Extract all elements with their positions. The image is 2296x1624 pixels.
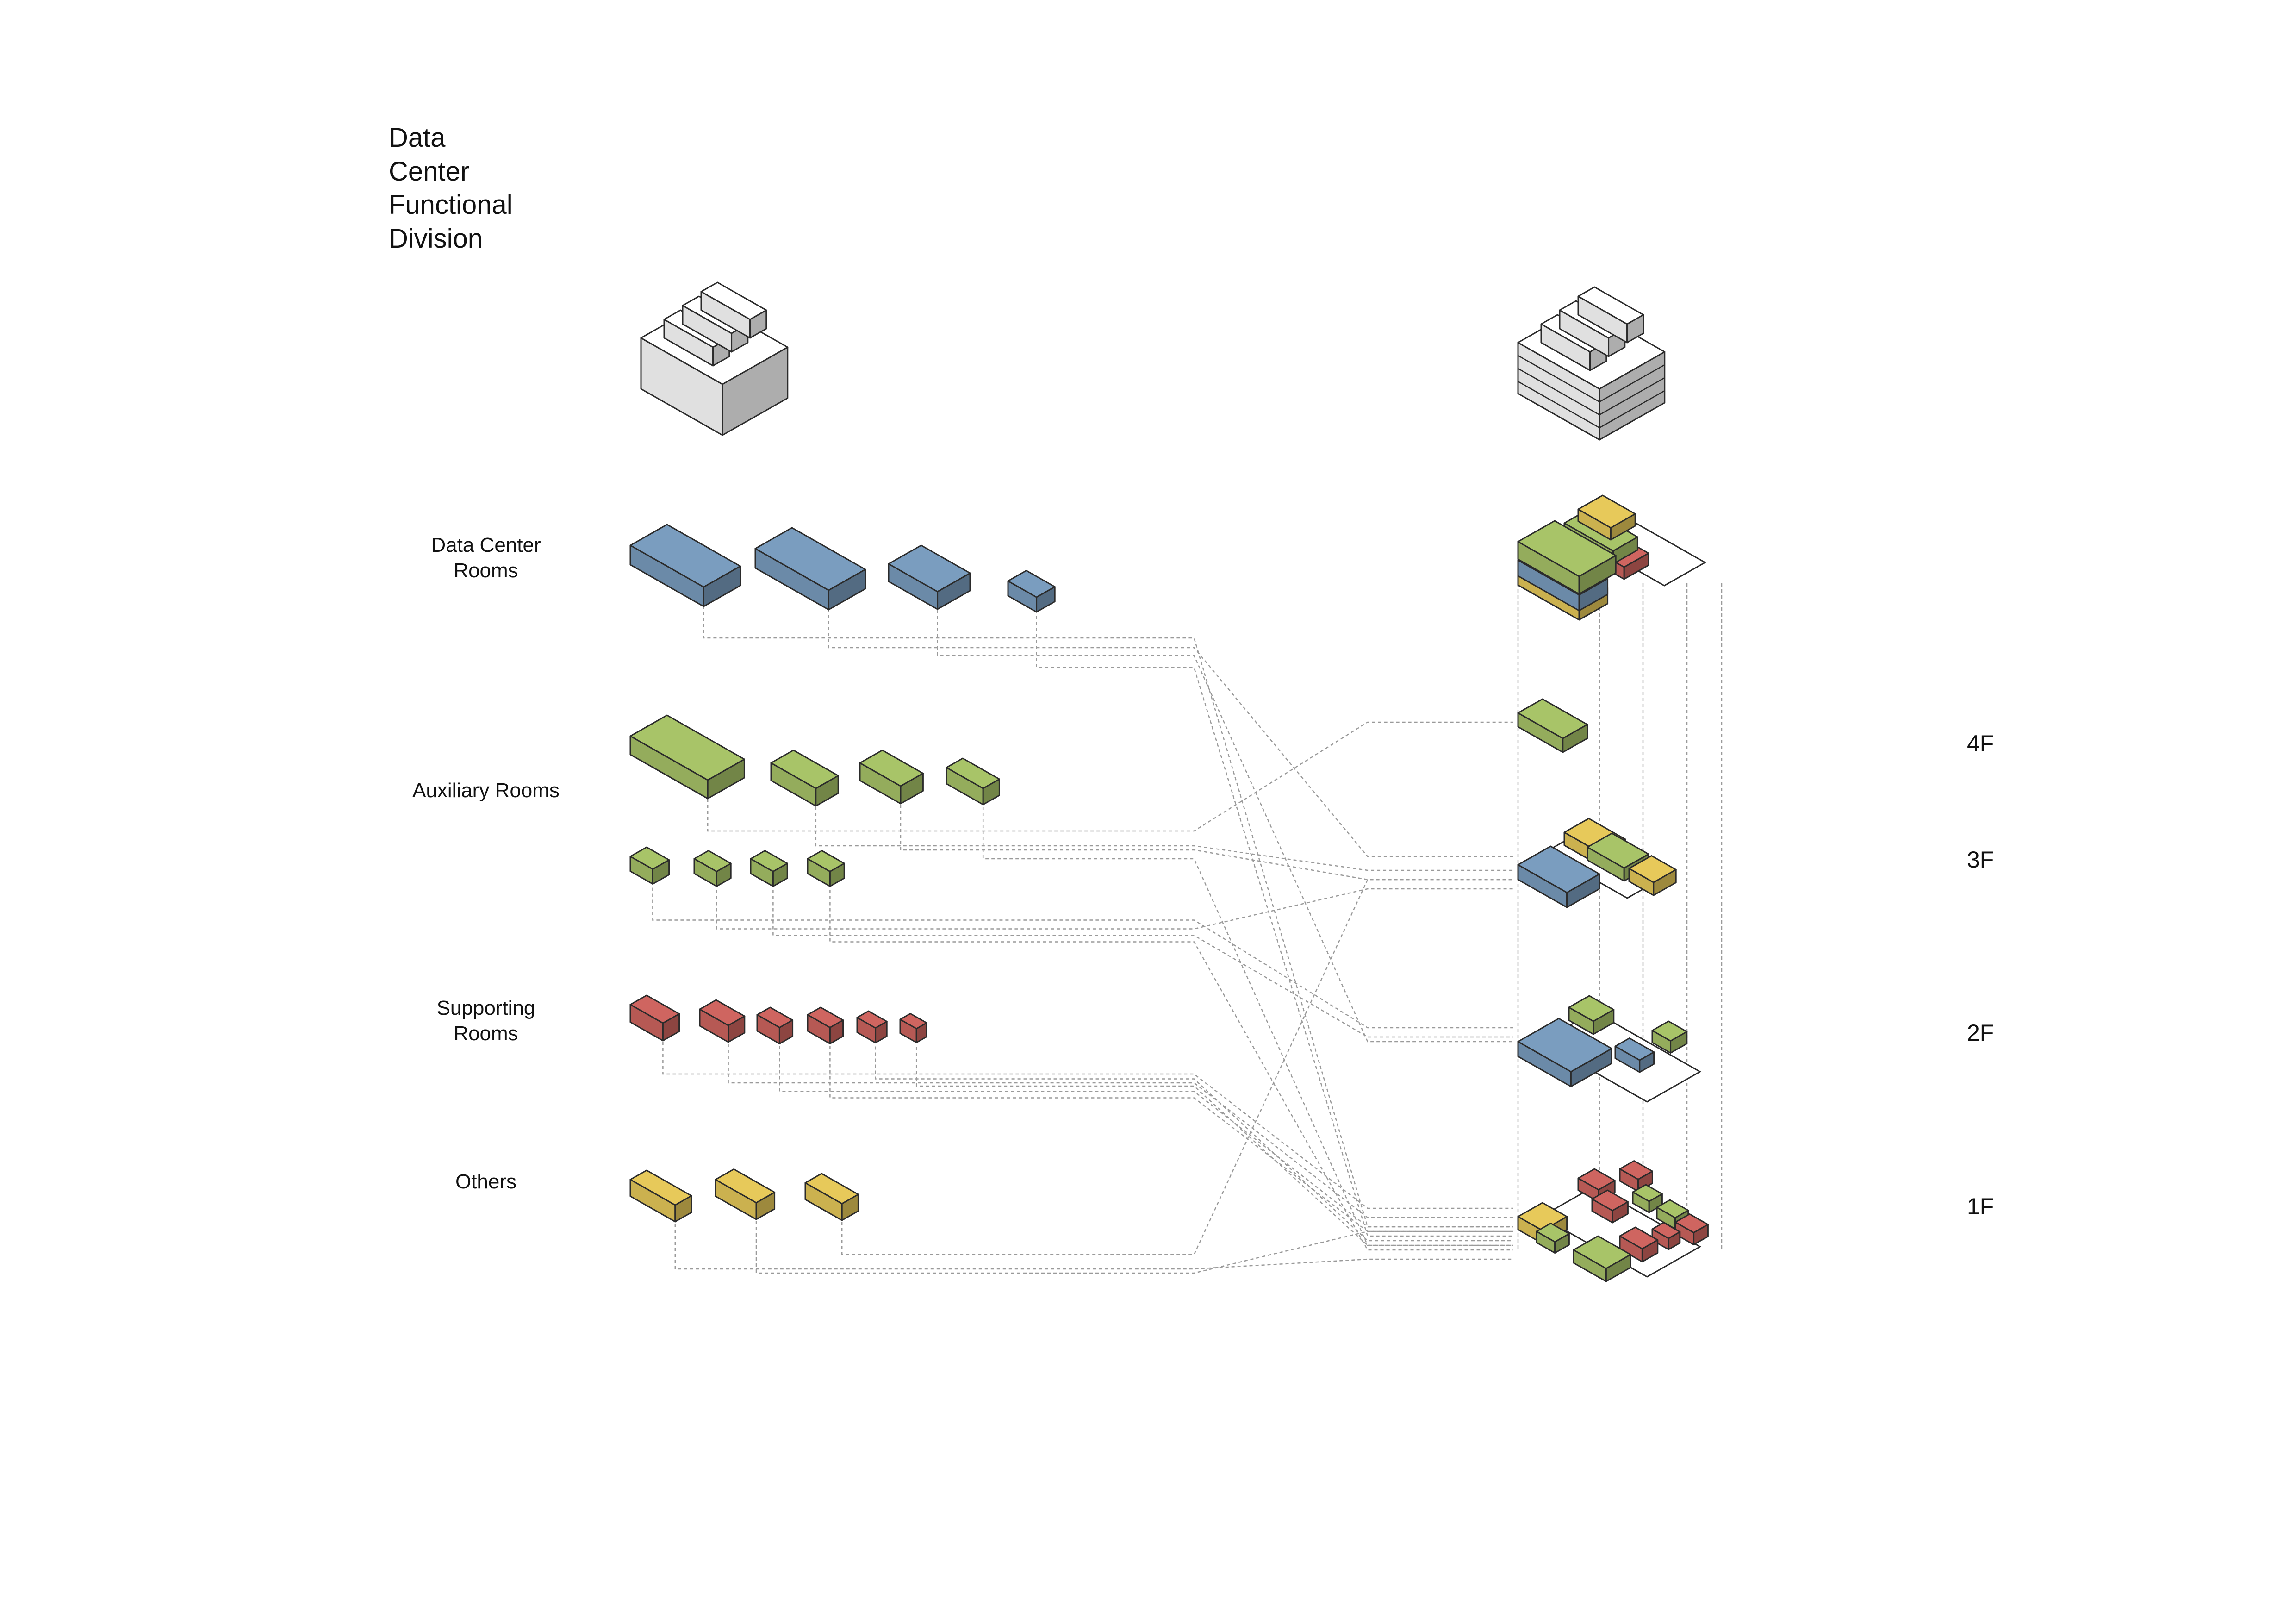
auxiliary-room-5	[629, 846, 670, 885]
connector-line-13	[662, 1042, 1513, 1209]
auxiliary-room-8	[807, 850, 845, 887]
floor-label-2f: 2F	[1967, 1020, 1994, 1046]
floor-2f-data-center-2	[1614, 1037, 1655, 1073]
massing-original-tier-3	[700, 281, 767, 339]
category-label-supporting: Supporting Rooms	[436, 997, 535, 1045]
others-room-3	[804, 1173, 859, 1221]
connector-line-20	[755, 1221, 1513, 1274]
category-label-others: Others	[455, 1170, 517, 1193]
floor-label-3f: 3F	[1967, 847, 1994, 873]
floor-2f-auxiliary-1	[1568, 995, 1615, 1035]
floor-2f-auxiliary-2	[1651, 1020, 1688, 1054]
connector-line-4	[1036, 616, 1513, 1237]
floor-label-4f: 4F	[1967, 731, 1994, 756]
data-center-room-2	[754, 527, 866, 611]
supporting-room-5	[856, 1010, 888, 1043]
auxiliary-room-4	[946, 757, 1000, 806]
data-center-room-3	[888, 544, 971, 610]
floor-1f-room-6	[1674, 1213, 1709, 1245]
connector-line-18	[915, 1047, 1513, 1246]
assembled-others-2	[1577, 494, 1636, 541]
floor-1f-room-11	[1573, 1235, 1631, 1282]
floor-2f-data-center-1	[1517, 1018, 1612, 1087]
connector-line-17	[875, 1046, 1513, 1242]
auxiliary-room-6	[693, 850, 732, 887]
massing-stacked-floor-line	[1518, 355, 1665, 403]
connector-line-3	[937, 610, 1513, 1043]
others-room-2	[715, 1168, 776, 1220]
category-label-auxiliary: Auxiliary Rooms	[412, 779, 560, 802]
data-center-room-4	[1007, 570, 1056, 613]
floor-1f-room-4	[1591, 1189, 1629, 1224]
assembled-stack	[1517, 494, 1707, 621]
connector-lines	[652, 583, 1723, 1274]
page-title: Data Center Functional Division	[389, 123, 513, 254]
room-blocks	[629, 494, 1709, 1282]
floor-1f-room-8	[1619, 1226, 1659, 1262]
connector-line-1	[703, 606, 1513, 1228]
connector-line-16	[829, 1046, 1513, 1232]
assembled-auxiliary-1	[1517, 520, 1617, 595]
connector-line-11	[772, 890, 1513, 1038]
connector-line-15	[779, 1046, 1513, 1228]
connector-line-14	[728, 1044, 1513, 1218]
auxiliary-room-2	[770, 750, 839, 807]
connector-line-12	[829, 890, 1513, 1251]
massing-stacked-tier-3	[1577, 286, 1644, 344]
supporting-room-6	[899, 1013, 927, 1043]
connector-line-2	[828, 609, 1513, 857]
floor-3f-data-center	[1517, 845, 1600, 908]
massing-original	[640, 281, 789, 436]
massing-stacked	[1517, 286, 1666, 441]
auxiliary-room-7	[750, 850, 788, 887]
supporting-room-2	[699, 999, 746, 1043]
connector-line-6	[815, 807, 1513, 871]
connector-line-10	[716, 888, 1513, 930]
connector-line-7	[900, 805, 1513, 881]
floor-1f-room-10	[1536, 1223, 1570, 1254]
connector-line-19	[674, 1224, 1513, 1270]
massing-stacked-floor-line	[1518, 368, 1665, 416]
supporting-room-3	[756, 1006, 794, 1044]
floor-3f-others-2	[1628, 855, 1677, 896]
auxiliary-room-3	[859, 750, 924, 805]
connector-line-9	[652, 887, 1513, 1029]
supporting-room-1	[629, 994, 680, 1042]
building-massing	[640, 281, 1666, 441]
auxiliary-room-1	[629, 714, 745, 800]
floor-label-1f: 1F	[1967, 1193, 1994, 1219]
others-room-1	[629, 1169, 692, 1223]
floor-1f-room-3	[1632, 1184, 1663, 1213]
category-label-data-center: Data Center Rooms	[431, 534, 541, 582]
connector-line-21	[841, 879, 1513, 1255]
supporting-room-4	[807, 1006, 844, 1044]
massing-stacked-floor-line	[1518, 381, 1665, 429]
connector-line-5	[707, 721, 1513, 832]
data-center-room-1	[629, 524, 741, 607]
connector-line-8	[982, 807, 1513, 1246]
floor-4f-auxiliary	[1517, 698, 1588, 753]
